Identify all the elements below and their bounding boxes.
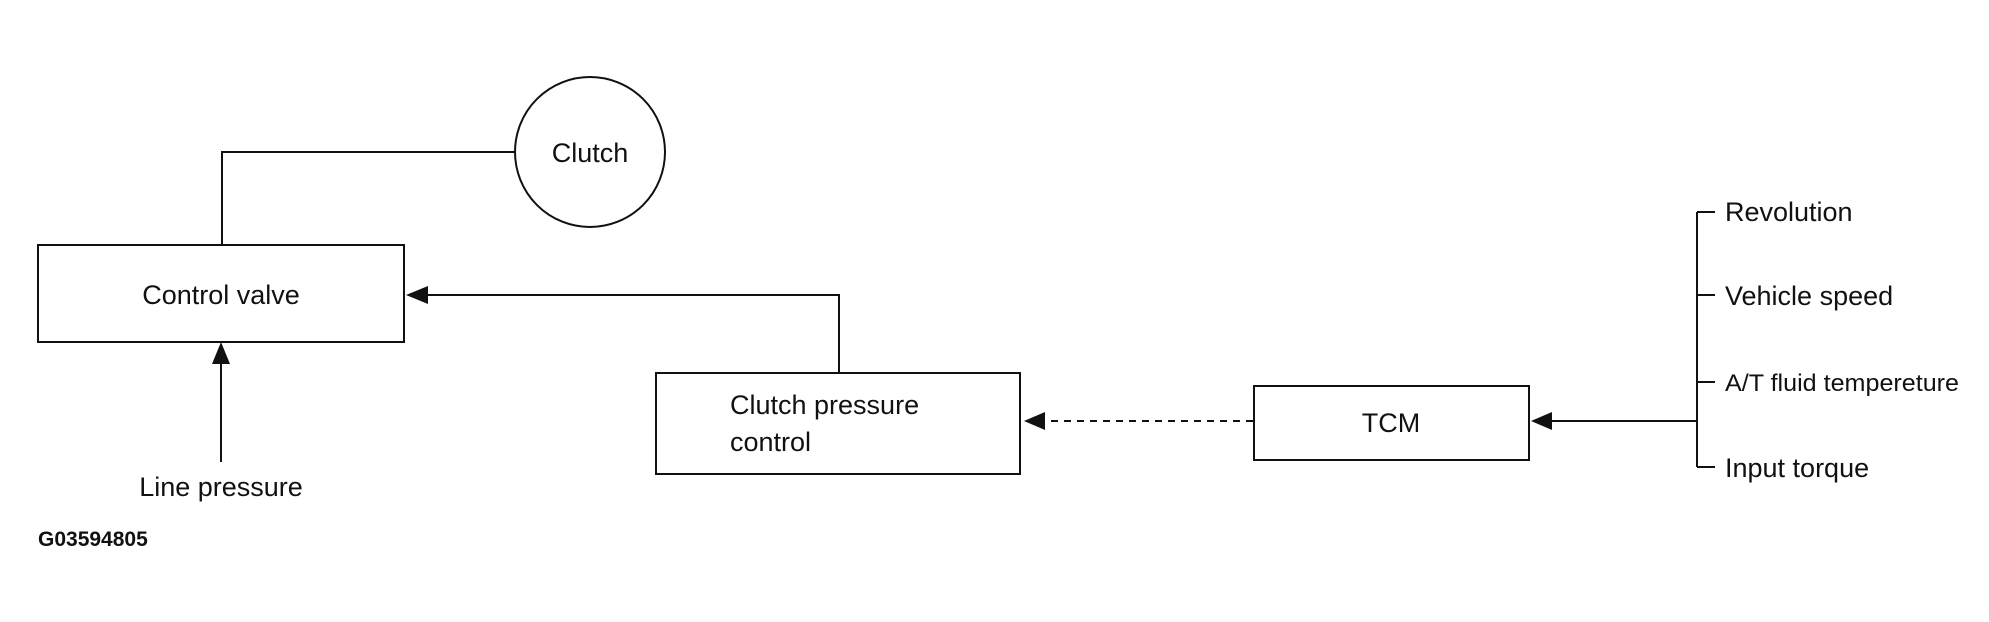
- pressure-control-to-valve-line: [425, 294, 840, 373]
- control-valve-arrowhead: [406, 286, 428, 304]
- tcm-box: TCM: [1253, 385, 1530, 461]
- clutch-pressure-control-box: Clutch pressure control: [655, 372, 1021, 475]
- clutch-pressure-control-label-line2: control: [730, 427, 811, 457]
- pressure-control-arrowhead: [1024, 412, 1045, 430]
- figure-id: G03594805: [38, 528, 148, 551]
- control-valve-box: Control valve: [37, 244, 405, 343]
- tcm-label: TCM: [1362, 408, 1420, 438]
- revolution-label: Revolution: [1725, 197, 1853, 227]
- line-pressure-arrowhead: [212, 342, 230, 364]
- control-valve-label: Control valve: [142, 280, 300, 310]
- input-torque-label: Input torque: [1725, 453, 1869, 483]
- valve-to-clutch-line: [221, 151, 515, 245]
- clutch-node: Clutch: [514, 76, 666, 228]
- clutch-pressure-control-label-line1: Clutch pressure: [730, 390, 919, 420]
- fluid-temperature-label: A/T fluid tempereture: [1725, 370, 1959, 397]
- clutch-label: Clutch: [552, 138, 629, 168]
- tcm-arrowhead: [1531, 412, 1552, 430]
- vehicle-speed-label: Vehicle speed: [1725, 281, 1893, 311]
- line-pressure-label: Line pressure: [139, 472, 303, 502]
